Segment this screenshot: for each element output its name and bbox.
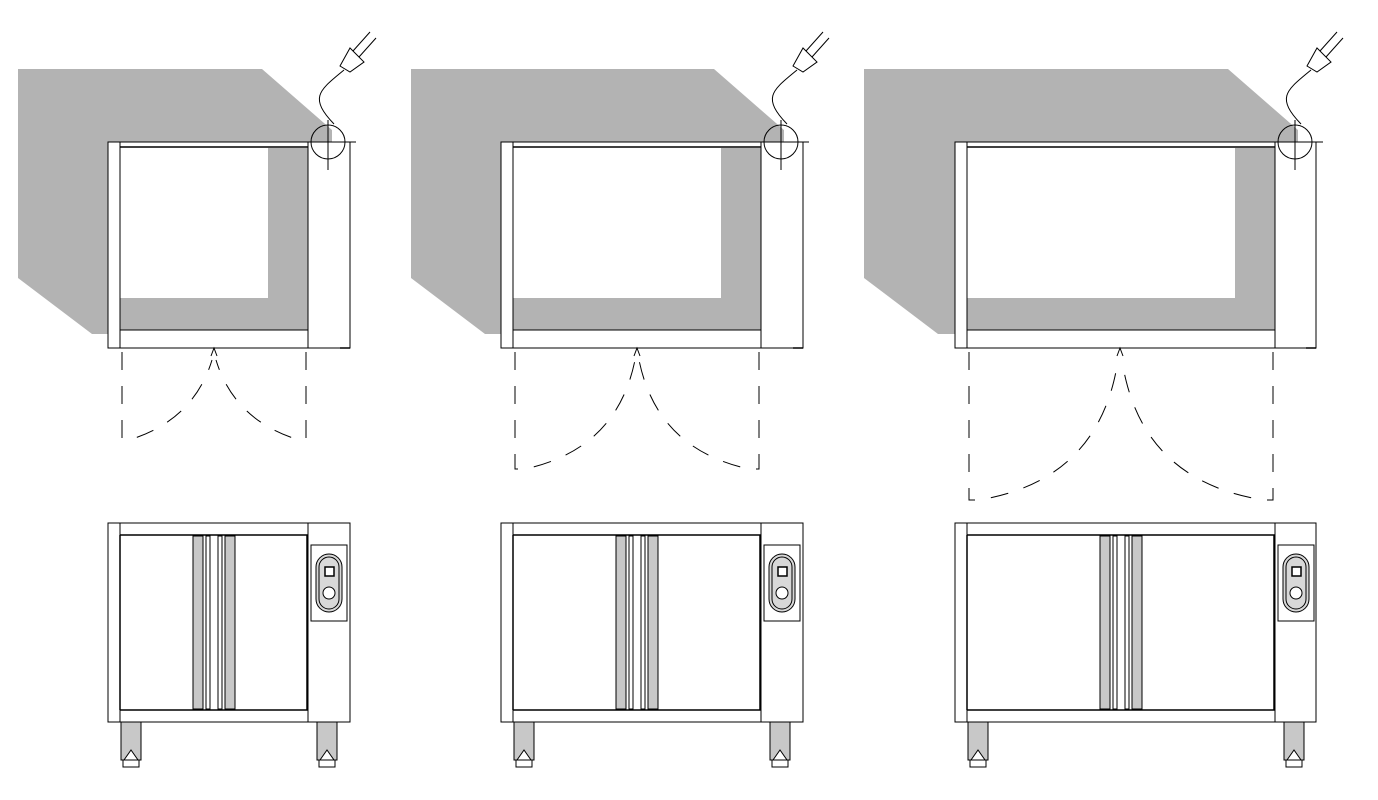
leg-foot [318, 759, 336, 768]
leg-left [513, 721, 535, 768]
leg-foot [515, 759, 533, 768]
indicator-light [1291, 566, 1302, 577]
handle-right [224, 535, 236, 710]
thermostat-knob [322, 586, 336, 600]
plan-outline [500, 141, 804, 349]
unit-large [864, 31, 1344, 768]
indicator-light [777, 566, 788, 577]
front-outline [107, 522, 351, 723]
plan-shadow [864, 69, 1298, 334]
crosshair-icon [1273, 120, 1323, 170]
indicator-light [324, 566, 335, 577]
control-knob-icon [310, 544, 348, 622]
unit-small [18, 31, 377, 768]
leg-foot [771, 759, 789, 768]
plan-view-medium [411, 31, 830, 470]
front-view-medium [500, 522, 804, 768]
plan-outline [107, 141, 351, 349]
handle-right [1131, 535, 1143, 710]
leg-left [120, 721, 142, 768]
thermostat-knob [775, 586, 789, 600]
power-plug-icon [771, 31, 830, 125]
door-swing-left [968, 352, 1119, 501]
plan-interior-clear [513, 148, 721, 298]
door-swing-right [215, 352, 307, 440]
control-recess [315, 553, 343, 613]
leg-foot [1285, 759, 1303, 768]
plan-view-large [864, 31, 1344, 501]
power-plug-icon [1285, 31, 1344, 125]
plan-outline [954, 141, 1317, 349]
handle-right-inner [640, 535, 646, 710]
leg-left [967, 721, 989, 768]
plan-shadow [411, 69, 784, 334]
leg-right [316, 721, 338, 768]
power-plug-icon [318, 31, 377, 125]
leg-foot [122, 759, 140, 768]
plan-interior-clear [120, 148, 268, 298]
handle-right-inner [217, 535, 223, 710]
handle-left [192, 535, 204, 710]
plan-shadow [18, 69, 332, 334]
thermostat-knob [1289, 586, 1303, 600]
control-recess [1282, 553, 1310, 613]
plan-door-hinge [210, 346, 218, 357]
control-recess [768, 553, 796, 613]
plan-view-small [18, 31, 377, 440]
crosshair-icon [306, 120, 356, 170]
handle-left [1099, 535, 1111, 710]
front-view-large [954, 522, 1317, 768]
control-knob-icon [1277, 544, 1315, 622]
door-handles [615, 535, 659, 710]
front-view-small [107, 522, 351, 768]
control-knob-icon [763, 544, 801, 622]
handle-left [615, 535, 627, 710]
handle-left-inner [205, 535, 211, 710]
plan-door-hinge [1116, 346, 1124, 357]
handle-right-inner [1124, 535, 1130, 710]
crosshair-icon [759, 120, 809, 170]
handle-left-inner [628, 535, 634, 710]
door-handles [1099, 535, 1143, 710]
leg-right [1283, 721, 1305, 768]
unit-medium [411, 31, 830, 768]
leg-right [769, 721, 791, 768]
door-swing-left [121, 352, 213, 440]
front-outline [954, 522, 1317, 723]
door-swing-left [514, 352, 636, 470]
door-swing-right [638, 352, 760, 470]
plan-door-hinge [633, 346, 641, 357]
front-outline [500, 522, 804, 723]
handle-right [647, 535, 659, 710]
door-swing-right [1121, 352, 1274, 501]
leg-foot [969, 759, 987, 768]
handle-left-inner [1112, 535, 1118, 710]
plan-interior-clear [967, 148, 1235, 298]
door-handles [192, 535, 236, 710]
